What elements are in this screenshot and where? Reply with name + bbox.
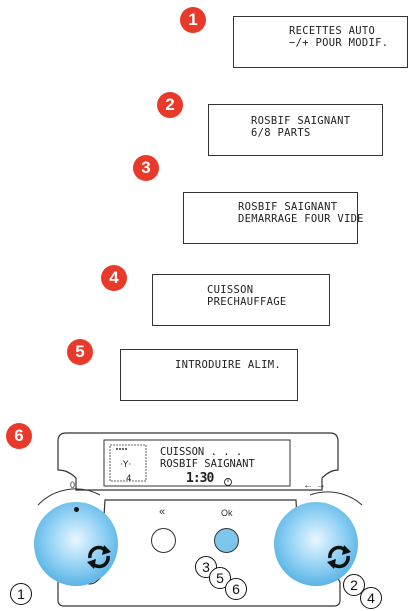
- step-3-display: ROSBIF SAIGNANT DEMARRAGE FOUR VIDE: [183, 192, 364, 244]
- lcd-line-2: ROSBIF SAIGNANT: [160, 458, 255, 470]
- step-1-line-2: −/+ POUR MODIF.: [289, 37, 389, 49]
- step-3-badge: 3: [133, 155, 159, 181]
- callout-right-4: 4: [360, 587, 382, 609]
- rotate-arrows-icon: [327, 545, 351, 569]
- ok-button[interactable]: [214, 528, 239, 553]
- step-3-line-2: DEMARRAGE FOUR VIDE: [238, 213, 364, 225]
- lcd-frame: [103, 439, 291, 487]
- step-2-badge: 2: [157, 92, 183, 118]
- left-knob-arc: [37, 488, 101, 506]
- callout-ok-6: 6: [225, 578, 247, 600]
- step-5-badge: 5: [67, 339, 93, 365]
- step-1-badge: 1: [180, 7, 206, 33]
- lcd-time: 1:30: [186, 471, 214, 486]
- step-2-line-2: 6/8 PARTS: [251, 127, 311, 139]
- step-4-display: CUISSON PRECHAUFFAGE: [152, 274, 330, 326]
- label-arrows: ← →: [303, 480, 326, 491]
- cooking-mode-icon: ·Y·: [120, 460, 131, 470]
- lcd-line-1: CUISSON . . .: [160, 446, 243, 458]
- lcd-level: 4: [126, 474, 132, 484]
- step-1-display: RECETTES AUTO −/+ POUR MODIF.: [233, 16, 408, 68]
- clock-icon: [224, 478, 232, 486]
- step-5-display: INTRODUIRE ALIM.: [120, 349, 298, 401]
- back-button[interactable]: [151, 528, 176, 553]
- step-3-line-1: ROSBIF SAIGNANT: [238, 201, 338, 213]
- label-back: «: [159, 506, 166, 518]
- step-4-badge: 4: [101, 265, 127, 291]
- step-4-line-2: PRECHAUFFAGE: [207, 296, 287, 308]
- cooking-mode-icon-box: [109, 444, 147, 482]
- step-2-line-1: ROSBIF SAIGNANT: [251, 115, 351, 127]
- knob-indicator-dot: [74, 507, 79, 512]
- right-selector-knob[interactable]: [274, 502, 358, 586]
- step-5-line-1: INTRODUIRE ALIM.: [175, 359, 281, 371]
- step-4-line-1: CUISSON: [207, 284, 254, 296]
- right-knob-arc: [309, 491, 363, 506]
- step-1-line-1: RECETTES AUTO: [289, 25, 376, 37]
- left-selector-knob[interactable]: [34, 502, 118, 586]
- label-zero: 0: [70, 480, 76, 490]
- callout-right-2: 2: [343, 574, 365, 596]
- label-ok: Ok: [221, 508, 233, 518]
- step-6-badge: 6: [6, 423, 32, 449]
- callout-left-knob: 1: [10, 583, 32, 605]
- step-2-display: ROSBIF SAIGNANT 6/8 PARTS: [208, 104, 383, 156]
- rotate-arrows-icon: [87, 545, 111, 569]
